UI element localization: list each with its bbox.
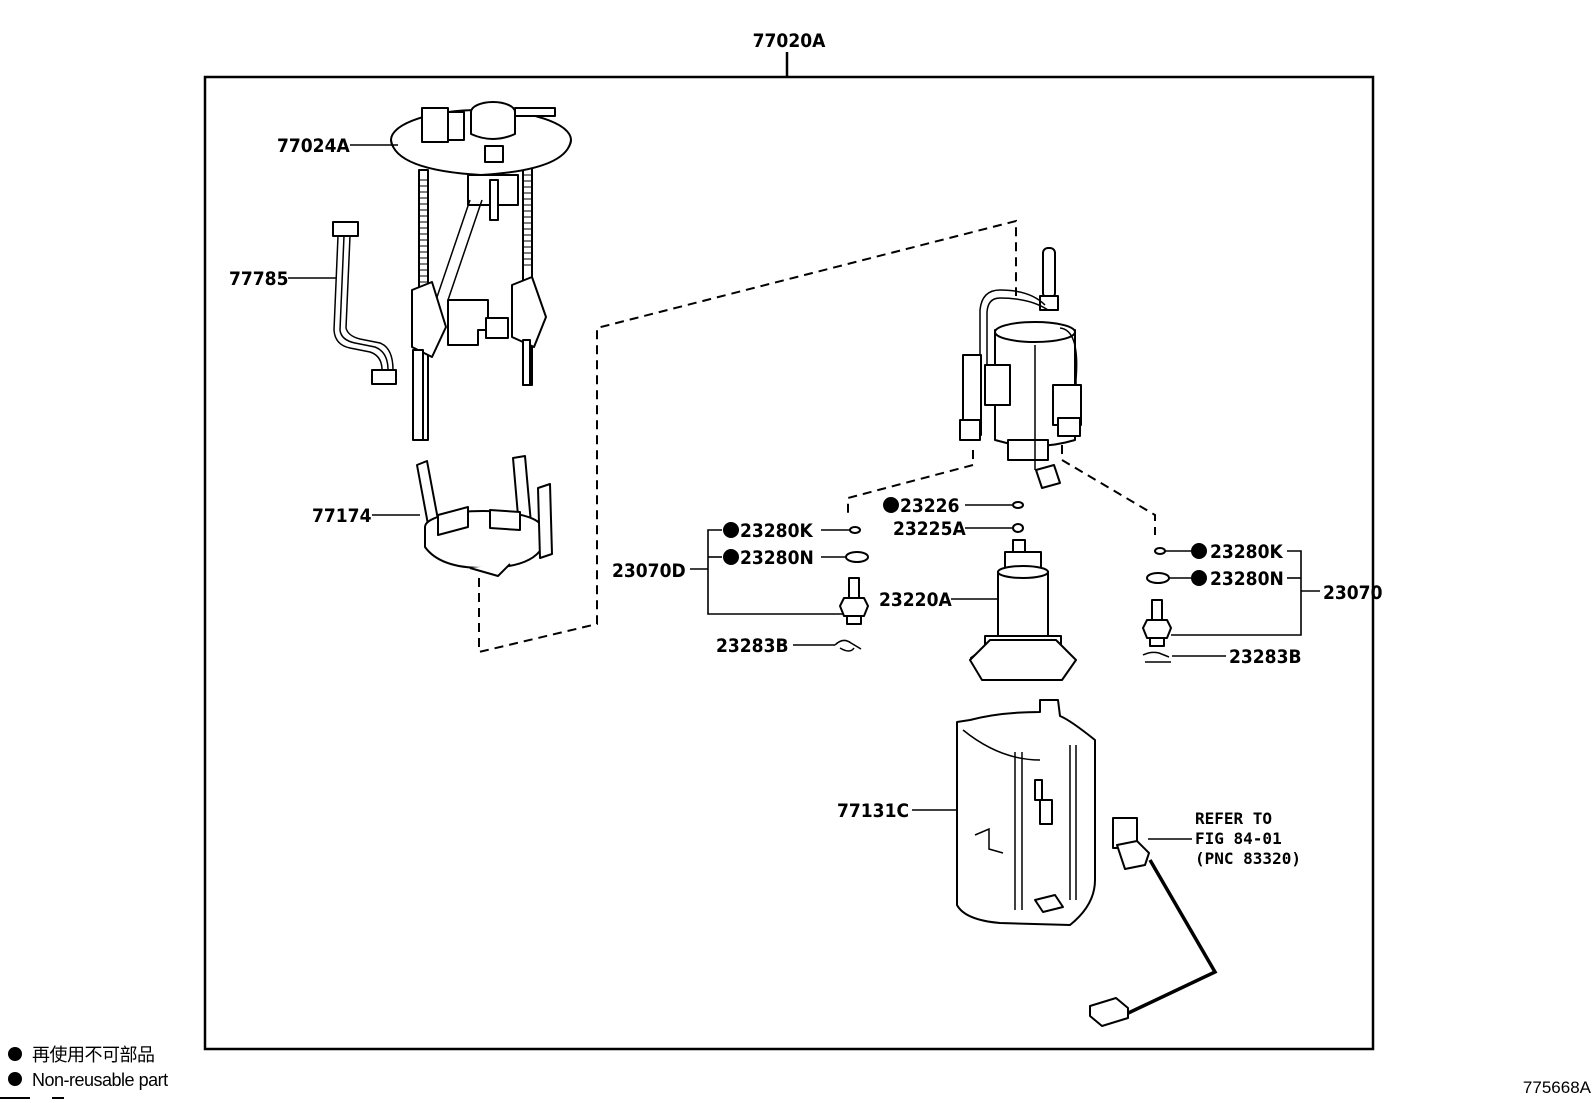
clip-23283B-right bbox=[1142, 651, 1171, 663]
label-77174: 77174 bbox=[312, 505, 372, 527]
label-23220A: 23220A bbox=[879, 589, 952, 611]
non-reusable-marker bbox=[883, 497, 899, 513]
label-23070: 23070 bbox=[1323, 582, 1383, 604]
non-reusable-marker bbox=[1191, 570, 1207, 586]
non-reusable-marker bbox=[1191, 543, 1207, 559]
label-23226: 23226 bbox=[900, 495, 959, 517]
ref-note-line1: REFER TO bbox=[1195, 809, 1272, 828]
label-23225A: 23225A bbox=[893, 518, 966, 540]
label-23280N-left: 23280N bbox=[740, 547, 814, 569]
non-reusable-marker bbox=[723, 549, 739, 565]
cushion-23225A bbox=[1012, 523, 1024, 533]
label-23283B-right: 23283B bbox=[1229, 646, 1302, 668]
bracket-23070 bbox=[1171, 550, 1302, 636]
label-77131C: 77131C bbox=[837, 800, 909, 822]
label-77785: 77785 bbox=[229, 268, 288, 290]
legend-marker-en bbox=[8, 1072, 22, 1086]
oring-23226 bbox=[1012, 501, 1024, 509]
alignment-dashed-line-main bbox=[478, 219, 1017, 654]
bracket-23070D bbox=[707, 529, 853, 615]
legend-english: Non-reusable part bbox=[32, 1070, 168, 1090]
pump-module-drawing bbox=[959, 247, 1082, 489]
part-77174-drawing bbox=[416, 455, 553, 577]
ref-note-line2: FIG 84-01 bbox=[1195, 829, 1282, 848]
clip-23283B-left bbox=[834, 639, 862, 652]
label-23070D: 23070D bbox=[612, 560, 686, 582]
regulator-left-drawing bbox=[839, 577, 869, 625]
part-77131C-drawing bbox=[956, 699, 1096, 926]
alignment-dashed-line-right-regulator bbox=[1061, 445, 1156, 535]
label-23280N-right: 23280N bbox=[1210, 568, 1284, 590]
label-23283B-left: 23283B bbox=[716, 635, 789, 657]
label-23280K-right: 23280K bbox=[1210, 541, 1283, 563]
fuel-sender-gauge-drawing bbox=[1089, 817, 1218, 1027]
oring-23280N-left bbox=[845, 551, 869, 563]
label-23280K-left: 23280K bbox=[740, 520, 813, 542]
fuel-pump-23220A-drawing bbox=[969, 539, 1077, 681]
part-77785-drawing bbox=[332, 221, 397, 385]
non-reusable-marker bbox=[723, 522, 739, 538]
part-77024A-drawing bbox=[390, 101, 572, 441]
label-77024A: 77024A bbox=[277, 135, 350, 157]
legend-marker-jp bbox=[8, 1047, 22, 1061]
figure-id: 775668A bbox=[1523, 1078, 1592, 1097]
regulator-right-drawing bbox=[1142, 599, 1172, 647]
legend-japanese: 再使用不可部品 bbox=[32, 1045, 155, 1065]
oring-23280K-right bbox=[1154, 547, 1166, 555]
oring-23280K-left bbox=[849, 526, 861, 534]
ref-note-line3: (PNC 83320) bbox=[1195, 849, 1301, 868]
oring-23280N-right bbox=[1146, 572, 1170, 584]
assembly-frame bbox=[203, 75, 1375, 1051]
assembly-label: 77020A bbox=[753, 30, 826, 52]
alignment-dashed-line-left-regulator bbox=[847, 450, 974, 518]
